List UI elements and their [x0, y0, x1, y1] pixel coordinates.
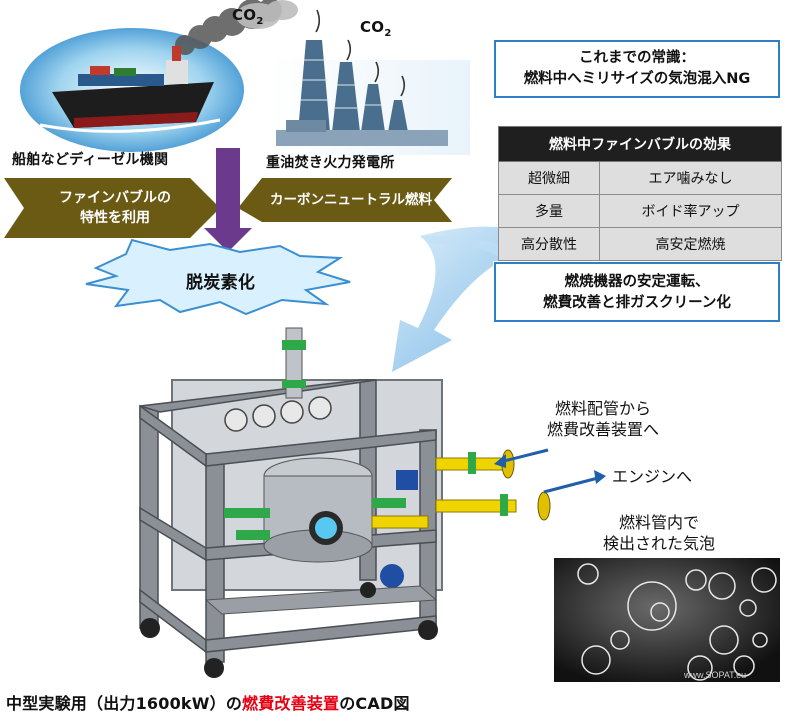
table-row: 高分散性 高安定燃焼 — [498, 227, 782, 261]
table-cell: 高分散性 — [498, 227, 600, 261]
result-callout: 燃焼機器の安定運転、 燃費改善と排ガスクリーン化 — [494, 262, 780, 322]
common-sense-line2: 燃料中へミリサイズの気泡混入NG — [523, 71, 751, 87]
table-row: 超微細 エア噛みなし — [498, 161, 782, 195]
effect-table: 燃料中ファインバブルの効果 超微細 エア噛みなし 多量 ボイド率アップ 高分散性… — [498, 126, 782, 261]
photo-watermark: www.SOPAT.eu — [684, 670, 747, 680]
pipe-in-line1: 燃料配管から — [554, 399, 651, 418]
table-cell: ボイド率アップ — [599, 194, 782, 228]
bubbles-note: 燃料管内で 検出された気泡 — [584, 512, 734, 554]
co2-text: CO — [232, 6, 257, 24]
effect-table-header: 燃料中ファインバブルの効果 — [498, 126, 782, 162]
common-sense-line1: これまでの常識： — [579, 50, 695, 66]
table-cell: 超微細 — [498, 161, 600, 195]
burst-shape — [85, 238, 351, 316]
caption-part1: 中型実験用（出力1600kW）の — [6, 694, 243, 713]
ribbon-right-label: カーボンニュートラル燃料 — [270, 192, 432, 208]
bubbles-line1: 燃料管内で — [618, 513, 699, 532]
figure-caption: 中型実験用（出力1600kW）の燃費改善装置のCAD図 — [6, 690, 410, 714]
caption-highlight: 燃費改善装置 — [242, 694, 340, 713]
pipe-in-line2: 燃費改善装置へ — [546, 420, 659, 439]
co2-text: CO — [360, 18, 385, 36]
annotation-arrows — [494, 448, 606, 494]
pipe-in-note: 燃料配管から 燃費改善装置へ — [538, 398, 668, 440]
flow-arrow — [392, 226, 560, 372]
co2-subscript: 2 — [256, 16, 264, 27]
power-plant-illustration — [236, 0, 470, 155]
co2-label-ship: CO2 — [232, 6, 264, 27]
bubble-photo — [554, 558, 780, 682]
burst-label: 脱炭素化 — [186, 273, 256, 293]
ship-label: 船舶などディーゼル機関 — [12, 152, 169, 168]
common-sense-callout: これまでの常識： 燃料中へミリサイズの気泡混入NG — [494, 40, 780, 98]
result-line1: 燃焼機器の安定運転、 — [564, 274, 710, 290]
co2-label-plant: CO2 — [360, 18, 392, 39]
engine-note: エンジンへ — [612, 467, 693, 486]
bubbles-line2: 検出された気泡 — [602, 534, 715, 553]
cad-machine-illustration — [139, 327, 551, 678]
table-row: 多量 ボイド率アップ — [498, 194, 782, 228]
table-cell: 高安定燃焼 — [599, 227, 782, 261]
ribbon-left-arrow — [4, 178, 220, 238]
caption-part3: のCAD図 — [339, 694, 410, 713]
table-cell: エア噛みなし — [599, 161, 782, 195]
ship-illustration — [20, 0, 282, 152]
ribbon-right-arrow — [238, 178, 452, 222]
down-arrow — [204, 148, 252, 252]
co2-subscript: 2 — [384, 28, 392, 39]
ribbon-left-label: ファインバブルの 特性を利用 — [59, 190, 171, 226]
plant-label: 重油焚き火力発電所 — [266, 155, 395, 171]
result-line2: 燃費改善と排ガスクリーン化 — [543, 295, 731, 311]
table-cell: 多量 — [498, 194, 600, 228]
